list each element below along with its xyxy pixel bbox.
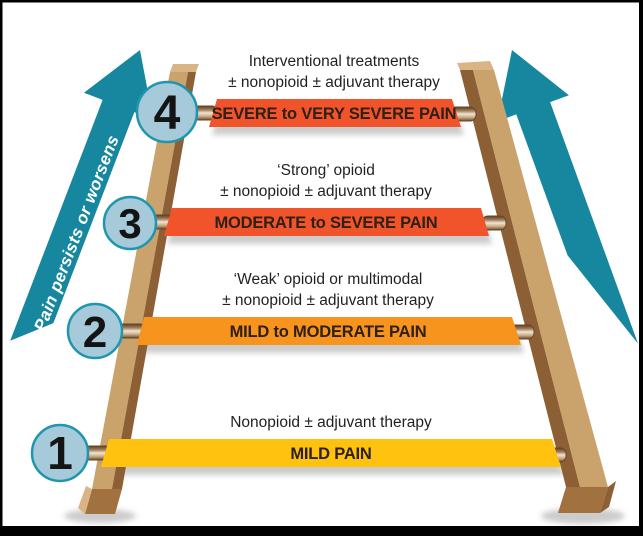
right-ladder-rail <box>457 61 616 513</box>
step-4-treatment-line2: ± nonopioid ± adjuvant therapy <box>228 74 440 91</box>
step-2-treatment-line2: ± nonopioid ± adjuvant therapy <box>222 292 434 309</box>
step-circles: 4 3 2 1 <box>30 80 199 483</box>
step-2-pain-label: MILD to MODERATE PAIN <box>230 323 427 341</box>
rail-foot-side <box>78 486 92 514</box>
step-3-number: 3 <box>118 200 141 247</box>
step-3-pain-label: MODERATE to SEVERE PAIN <box>214 214 437 232</box>
step-texts: Interventional treatments ± nonopioid ± … <box>212 53 457 463</box>
step-4-pain-label: SEVERE to VERY SEVERE PAIN <box>212 105 457 123</box>
step-4-number: 4 <box>154 87 181 140</box>
step-1-pain-bar <box>101 439 561 467</box>
frame-left <box>0 0 3 536</box>
rail-foot-side <box>600 481 616 513</box>
step-2-number: 2 <box>83 308 107 357</box>
rail-face <box>473 70 608 487</box>
step-2-circle <box>66 302 124 360</box>
rail-edge <box>112 72 196 489</box>
step-1-pain-label: MILD PAIN <box>290 445 371 463</box>
step-1-number: 1 <box>47 427 73 479</box>
rail-foot <box>558 487 608 513</box>
step-1-treatment-line1: Nonopioid ± adjuvant therapy <box>230 414 432 431</box>
up-arrow-icon <box>497 50 639 344</box>
frame-right <box>639 0 643 536</box>
rail-foot-shadow <box>64 509 136 523</box>
up-arrow-icon <box>10 50 154 341</box>
step-1-circle <box>30 423 90 483</box>
step-4-treatment-line1: Interventional treatments <box>249 53 420 70</box>
step-3-treatment-line1: ‘Strong’ opioid <box>277 162 375 179</box>
rail-top-cap <box>457 61 494 70</box>
step-2-treatment-line1: ‘Weak’ opioid or multimodal <box>234 271 423 288</box>
step-3-treatment-line2: ± nonopioid ± adjuvant therapy <box>220 183 432 200</box>
right-ascending-arrow <box>497 50 639 344</box>
step-3-pain-bar <box>164 208 489 236</box>
pain-bars <box>101 99 561 467</box>
step-3-circle <box>102 195 158 251</box>
step-4-pain-bar <box>209 99 461 127</box>
rail-foot <box>85 489 122 514</box>
step-4-circle <box>135 80 199 144</box>
rail-top-cap <box>170 64 199 72</box>
frame-bottom <box>0 526 643 536</box>
left-ladder-rail <box>78 64 199 514</box>
rail-edge <box>460 70 580 487</box>
frame-top <box>0 0 643 3</box>
step-2-pain-bar <box>137 317 521 345</box>
rail-face <box>92 72 188 489</box>
